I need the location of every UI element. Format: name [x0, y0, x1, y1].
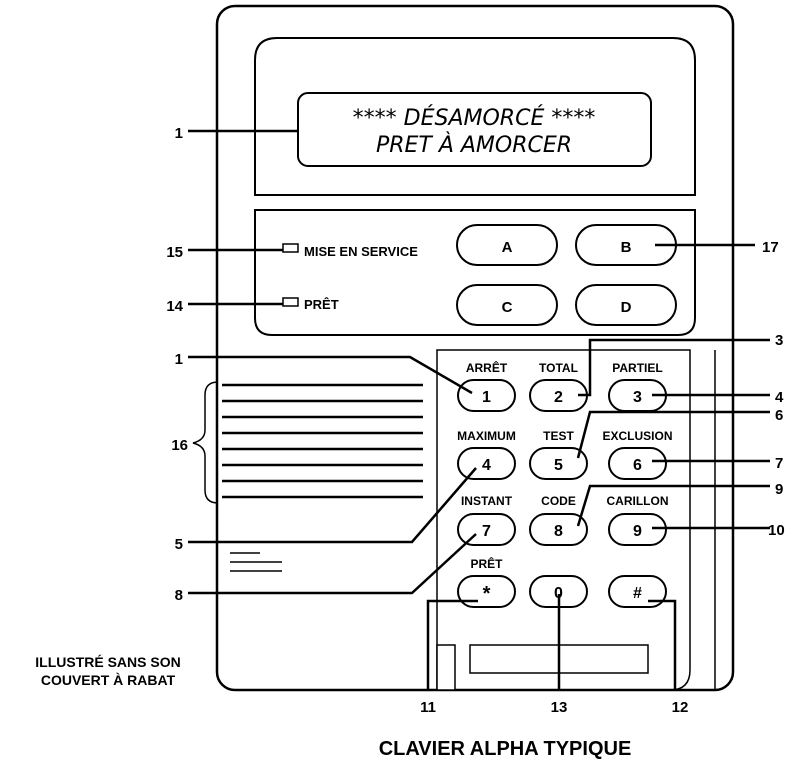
callout-1-key: 1	[175, 351, 183, 368]
key-6-function: EXCLUSION	[602, 429, 672, 443]
lcd-line-2: PRET À AMORCER	[376, 132, 572, 158]
key-3-digit: 3	[633, 389, 642, 406]
key-5[interactable]	[529, 447, 588, 480]
key-5-function: TEST	[543, 429, 574, 443]
keypad-hinge	[436, 644, 456, 691]
callout-8: 8	[175, 587, 183, 604]
key-2-function: TOTAL	[539, 361, 578, 375]
function-key-a[interactable]	[456, 224, 558, 266]
ready-led	[282, 297, 299, 307]
key-8[interactable]	[529, 513, 588, 546]
key-6-digit: 6	[633, 457, 642, 474]
callout-17: 17	[762, 239, 779, 256]
key-star-symbol: *	[483, 583, 491, 605]
key-3-function: PARTIEL	[612, 361, 662, 375]
diagram-caption: CLAVIER ALPHA TYPIQUE	[379, 738, 632, 760]
key-5-digit: 5	[554, 457, 563, 474]
key-1-function: ARRÊT	[466, 360, 508, 375]
key-1[interactable]	[457, 379, 516, 412]
callout-10: 10	[768, 522, 785, 539]
key-0-digit: 0	[554, 585, 563, 602]
armed-led	[282, 243, 299, 253]
note-line-1: ILLUSTRÉ SANS SON	[35, 654, 180, 670]
key-8-function: CODE	[541, 494, 576, 508]
callout-1-display: 1	[175, 125, 183, 142]
lcd-display	[297, 92, 652, 167]
callout-4: 4	[775, 389, 784, 406]
callout-5: 5	[175, 536, 183, 553]
function-key-a-label: A	[502, 239, 513, 256]
key-hash-symbol: #	[633, 585, 642, 602]
callout-12: 12	[672, 699, 689, 716]
note-line-2: COUVERT À RABAT	[41, 672, 176, 688]
lcd-line-1: **** DÉSAMORCÉ ****	[353, 105, 596, 131]
function-key-c[interactable]	[456, 284, 558, 326]
leader-lines	[188, 129, 770, 690]
speaker-grille	[222, 383, 423, 499]
key-7-function: INSTANT	[461, 494, 513, 508]
vent-marks	[230, 552, 282, 572]
function-key-b-label: B	[621, 239, 632, 256]
callout-16: 16	[171, 437, 188, 454]
callout-6: 6	[775, 407, 783, 424]
speaker-brace	[192, 381, 219, 504]
key-4-digit: 4	[482, 457, 491, 474]
key-2-digit: 2	[554, 389, 563, 406]
key-hash[interactable]	[608, 575, 667, 608]
key-star-function: PRÊT	[470, 556, 503, 571]
callout-3: 3	[775, 332, 783, 349]
key-8-digit: 8	[554, 523, 563, 540]
callout-15: 15	[166, 244, 183, 261]
callout-11: 11	[420, 699, 436, 716]
key-6[interactable]	[608, 447, 667, 480]
key-star[interactable]	[457, 575, 516, 608]
key-9[interactable]	[608, 513, 667, 546]
callout-7: 7	[775, 455, 783, 472]
function-key-d-label: D	[621, 299, 632, 316]
function-key-c-label: C	[502, 299, 513, 316]
ready-label: PRÊT	[304, 297, 339, 312]
key-7-digit: 7	[482, 523, 491, 540]
callout-14: 14	[166, 298, 183, 315]
key-9-digit: 9	[633, 523, 642, 540]
key-9-function: CARILLON	[607, 494, 669, 508]
callout-9: 9	[775, 481, 783, 498]
armed-label: MISE EN SERVICE	[304, 244, 418, 259]
key-4-function: MAXIMUM	[457, 429, 516, 443]
function-key-d[interactable]	[575, 284, 677, 326]
callout-13: 13	[551, 699, 568, 716]
key-1-digit: 1	[482, 389, 491, 406]
